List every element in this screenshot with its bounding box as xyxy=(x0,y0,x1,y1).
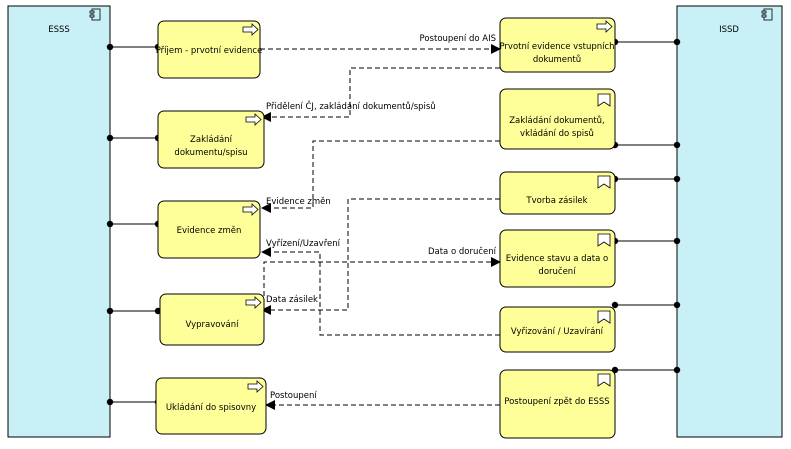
process-event-icon xyxy=(597,175,611,189)
flow-labels: Postoupení do AIS Přidělení ČJ, zakládán… xyxy=(266,34,497,401)
process-postoupeni-zpet[interactable]: Postoupení zpět do ESSS xyxy=(499,369,616,439)
process-label: Vypravování xyxy=(186,320,240,330)
component-icon xyxy=(89,8,101,21)
process-arrow-icon xyxy=(242,203,259,216)
process-arrow-icon xyxy=(596,20,613,33)
process-arrow-icon xyxy=(242,23,259,36)
process-vypravovani[interactable]: Vypravování xyxy=(159,293,265,346)
component-issd-label: ISSD xyxy=(719,25,739,35)
component-icon xyxy=(761,8,773,21)
issd-connectors xyxy=(611,38,681,374)
process-label: Postoupení zpět do ESSS xyxy=(504,397,609,407)
flow-label: Postoupení do AIS xyxy=(420,34,496,44)
process-event-icon xyxy=(597,93,611,107)
process-label: Vyřizování / Uzavírání xyxy=(511,327,604,337)
process-tvorba-zasilek[interactable]: Tvorba zásilek xyxy=(499,171,616,215)
flow-label: Data o doručení xyxy=(428,246,497,257)
process-arrow-icon xyxy=(245,113,262,126)
flow-prideleni-cj xyxy=(261,67,500,122)
process-prijem[interactable]: Příjem - prvotní evidence xyxy=(156,20,263,79)
process-arrow-icon xyxy=(245,296,262,309)
process-event-icon xyxy=(597,310,611,324)
flow-label: Vyřízení/Uzavření xyxy=(266,239,341,249)
process-label: Tvorba zásilek xyxy=(525,196,587,206)
esss-connectors xyxy=(106,43,162,406)
process-arrow-icon xyxy=(247,380,264,393)
flow-label: Postoupení xyxy=(270,391,317,401)
flow-label: Přidělení ČJ, zakládání dokumentů/spisů xyxy=(266,100,436,112)
process-label: Ukládání do spisovny xyxy=(166,403,256,413)
process-evidence-zmen[interactable]: Evidence změn xyxy=(157,200,261,259)
flow-data-o-doruceni xyxy=(263,257,501,320)
component-esss[interactable]: ESSS xyxy=(7,5,111,438)
process-event-icon xyxy=(597,233,611,247)
process-zakladani-dokumentu-vkladani[interactable]: Zakládání dokumentů,vkládání do spisů xyxy=(499,88,616,150)
component-esss-label: ESSS xyxy=(48,25,70,35)
process-label: Zakládání dokumentů,vkládání do spisů xyxy=(509,115,605,139)
flow-label: Evidence změn xyxy=(266,197,331,207)
flow-label: Data zásilek xyxy=(266,295,318,305)
component-issd[interactable]: ISSD xyxy=(676,5,783,438)
process-ukladani-do-spisovny[interactable]: Ukládání do spisovny xyxy=(155,377,267,435)
flow-data-zasilek xyxy=(261,198,500,315)
process-vyrizovani-uzavirani[interactable]: Vyřizování / Uzavírání xyxy=(499,306,616,353)
flow-evidence-zmen xyxy=(261,140,500,213)
flow-vyrizeni-uzavreni xyxy=(261,247,500,336)
process-label: Příjem - prvotní evidence xyxy=(156,46,263,56)
process-event-icon xyxy=(597,373,611,387)
process-label: Evidence změn xyxy=(177,226,242,236)
